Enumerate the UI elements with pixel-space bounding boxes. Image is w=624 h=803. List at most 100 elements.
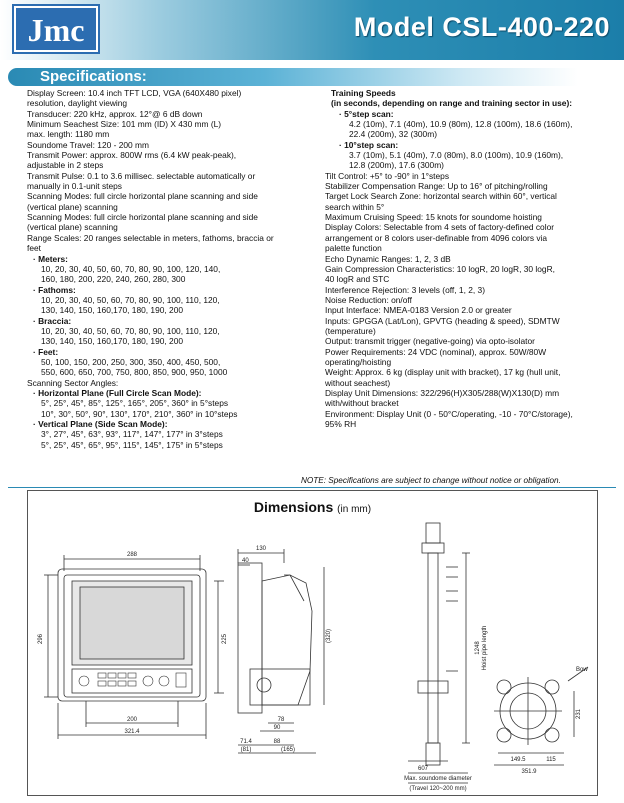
disclaimer-note: NOTE: Specifications are subject to chan…: [301, 476, 561, 485]
spec-line: 10, 20, 30, 40, 50, 60, 70, 80, 90, 100,…: [41, 263, 221, 274]
spec-line: Input Interface: NMEA-0183 Version 2.0 o…: [325, 305, 512, 316]
spec-line: 160, 180, 200, 220, 240, 260, 280, 300: [41, 274, 186, 285]
spec-line: · 10°step scan:: [339, 139, 399, 150]
dim-plan-231: 231: [576, 708, 582, 719]
spec-line: Tilt Control: +5° to -90° in 1°steps: [325, 170, 450, 181]
spec-line: Display Colors: Selectable from 4 sets o…: [325, 222, 555, 233]
dim-hull-length: 1248: [475, 641, 481, 655]
spec-line: Scanning Sector Angles:: [27, 377, 119, 388]
soundome-diameter-label: Max. soundome diameter: [404, 776, 472, 782]
spec-line: 40 logR and STC: [325, 274, 390, 285]
spec-line: (vertical plane) scanning: [27, 222, 118, 233]
spec-line: Noise Reduction: on/off: [325, 294, 412, 305]
display-bracket: [57, 568, 207, 702]
dimensions-drawing: 288 296 225 200 321.4 130 40 78 90 71.4: [38, 522, 589, 792]
plan-view: [494, 666, 589, 766]
spec-line: palette function: [325, 243, 382, 254]
dim-side-depth: 130: [256, 546, 267, 552]
spec-line: 95% RH: [325, 419, 357, 429]
dim-plan-1495: 149.5: [510, 757, 526, 763]
dim-hull-607: 607: [418, 766, 429, 772]
spec-line: search within 5°: [325, 201, 385, 212]
hull-motor: [425, 522, 441, 544]
spec-line: manually in 0.1-unit steps: [27, 181, 122, 192]
spec-line: resolution, daylight viewing: [27, 98, 128, 109]
spec-line: 3.7 (10m), 5.1 (40m), 7.0 (80m), 8.0 (10…: [349, 150, 564, 161]
spec-line: Inputs: GPGGA (Lat/Lon), GPVTG (heading …: [325, 315, 560, 326]
side-housing: [261, 574, 313, 706]
spec-line: Power Requirements: 24 VDC (nominal), ap…: [325, 346, 547, 357]
divider: [8, 487, 616, 488]
spec-line: arrangement or 8 colors user-definable f…: [325, 232, 548, 243]
spec-line: Transmit Pulse: 0.1 to 3.6 millisec. sel…: [27, 170, 256, 181]
spec-line: Scanning Modes: full circle horizontal p…: [27, 212, 258, 223]
hull-flange: [417, 680, 449, 694]
spec-line: without seachest): [325, 377, 391, 388]
spec-line: Minimum Seachest Size: 101 mm (ID) X 430…: [27, 119, 222, 130]
dim-side-88: 88: [274, 739, 281, 745]
side-view: [237, 549, 325, 754]
dim-plan-115: 115: [546, 757, 556, 763]
hull-unit: [408, 522, 470, 784]
bow-label: Bow: [576, 667, 588, 673]
spec-line: max. length: 1180 mm: [27, 129, 110, 140]
hoist-pipe: [427, 552, 439, 744]
dim-side-90: 90: [274, 725, 281, 731]
spec-line: with/without bracket: [325, 398, 399, 409]
soundome: [425, 742, 441, 766]
spec-line: Maximum Cruising Speed: 15 knots for sou…: [325, 212, 542, 223]
spec-line: Training Speeds: [331, 88, 396, 98]
specs-left-column: Display Screen: 10.4 inch TFT LCD, VGA (…: [27, 88, 315, 450]
spec-line: Echo Dynamic Ranges: 1, 2, 3 dB: [325, 253, 451, 264]
spec-line: 5°, 25°, 45°, 85°, 125°, 165°, 205°, 360…: [41, 398, 229, 409]
spec-line: Soundome Travel: 120 - 200 mm: [27, 139, 149, 150]
dim-front-width-top: 288: [127, 552, 138, 558]
side-base: [249, 668, 311, 706]
spec-line: · Braccia:: [33, 315, 72, 326]
spec-line: Range Scales: 20 ranges selectable in me…: [27, 232, 274, 243]
display-screen-inner: [79, 586, 185, 660]
spec-line: 550, 600, 650, 700, 750, 800, 850, 900, …: [41, 367, 228, 378]
spec-line: Transducer: 220 kHz, approx. 12°@ 6 dB d…: [27, 108, 203, 119]
spec-line: (in seconds, depending on range and trai…: [331, 98, 573, 109]
spec-line: Environment: Display Unit (0 - 50°C/oper…: [325, 408, 573, 419]
spec-line: · Fathoms:: [33, 284, 76, 295]
spec-line: (temperature): [325, 325, 376, 336]
trackball: [78, 675, 90, 687]
travel-label: (Travel 120~200 mm): [409, 786, 466, 792]
spec-line: 3°, 27°, 45°, 63°, 93°, 117°, 147°, 177°…: [41, 429, 223, 440]
spec-line: operating/hoisting: [325, 356, 392, 367]
dim-side-165: (165): [281, 747, 295, 753]
dim-front-height-left: 296: [38, 633, 44, 644]
keypad-area: [71, 668, 193, 694]
spec-line: · Meters:: [33, 253, 68, 264]
spec-line: Stabilizer Compensation Range: Up to 16°…: [325, 181, 548, 192]
spec-line: 130, 140, 150, 160,170, 180, 190, 200: [41, 336, 184, 347]
spec-line: Output: transmit trigger (negative-going…: [325, 336, 535, 347]
spec-line: · Vertical Plane (Side Scan Mode):: [33, 419, 168, 429]
spec-line: · Feet:: [33, 346, 59, 357]
dim-side-height: (320): [326, 629, 332, 643]
specs-right-column: Training Speeds(in seconds, depending on…: [325, 88, 605, 429]
page-header: Jmc Model CSL-400-220: [0, 0, 624, 60]
spec-line: Display Unit Dimensions: 322/296(H)X305/…: [325, 387, 560, 398]
dim-side-71: 71.4: [240, 739, 252, 745]
spec-line: (vertical plane) scanning: [27, 201, 118, 212]
spec-line: Transmit Power: approx. 800W rms (6.4 kW…: [27, 150, 237, 161]
spec-line: 130, 140, 150, 160,170, 180, 190, 200: [41, 305, 184, 316]
spec-line: 10°, 30°, 50°, 90°, 130°, 170°, 210°, 36…: [41, 408, 238, 419]
spec-line: Interference Rejection: 3 levels (off, 1…: [325, 284, 485, 295]
spec-line: 12.8 (200m), 17.6 (300m): [349, 160, 444, 171]
spec-line: Display Screen: 10.4 inch TFT LCD, VGA (…: [27, 88, 242, 98]
dim-side-78: 78: [278, 717, 285, 723]
spec-line: 50, 100, 150, 200, 250, 300, 350, 400, 4…: [41, 356, 221, 367]
spec-line: 22.4 (200m), 32 (300m): [349, 129, 437, 140]
dim-front-width-inner: 200: [127, 717, 138, 723]
dim-front-height-right: 225: [222, 633, 228, 644]
dimensions-heading: Dimensions: [253, 499, 334, 515]
dim-side-81: (81): [241, 747, 252, 753]
dim-side-small: 40: [242, 558, 249, 564]
spec-line: 5°, 25°, 45°, 65°, 95°, 115°, 145°, 175°…: [41, 439, 223, 450]
dim-plan-3519: 351.9: [521, 769, 537, 775]
spec-line: feet: [27, 243, 41, 254]
